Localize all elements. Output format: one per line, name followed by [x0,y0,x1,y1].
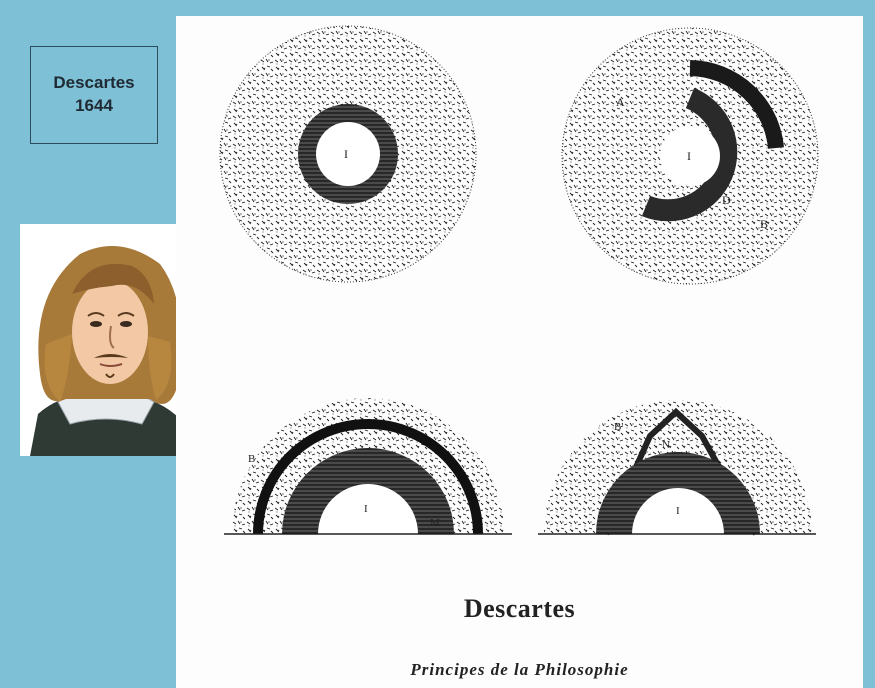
vortex-figure-1: I [220,26,476,282]
figure-2-letter-b: B [760,217,768,231]
figure-2-letter-d: D [722,193,731,207]
figure-4-center-label: I [676,505,680,517]
figure-3-letter-b: B [248,453,255,465]
label-name: Descartes [53,72,134,95]
vortex-figure-3: I B M [224,398,512,534]
caption-title: Descartes [176,594,863,624]
vortex-figure-2: I A D B [562,28,818,284]
figure-3-letter-m: M [430,517,440,529]
figure-4-letter-b: B' [614,421,623,433]
figure-4-letter-n: N [662,439,670,451]
manuscript-plate: I I A D B I B M [176,16,863,688]
descartes-portrait [20,224,192,456]
caption-subtitle: Principes de la Philosophie [176,660,863,680]
figure-2-center-label: I [687,149,691,163]
figure-3-center-label: I [364,503,368,515]
label-year: 1644 [75,95,113,118]
portrait-illustration [20,224,192,456]
vortex-figure-4: I B' N [538,400,816,534]
figure-1-center-label: I [344,147,348,161]
figure-2-letter-a: A [616,95,625,109]
title-label-box: Descartes 1644 [30,46,158,144]
vortex-diagrams: I I A D B I B M [176,16,863,688]
